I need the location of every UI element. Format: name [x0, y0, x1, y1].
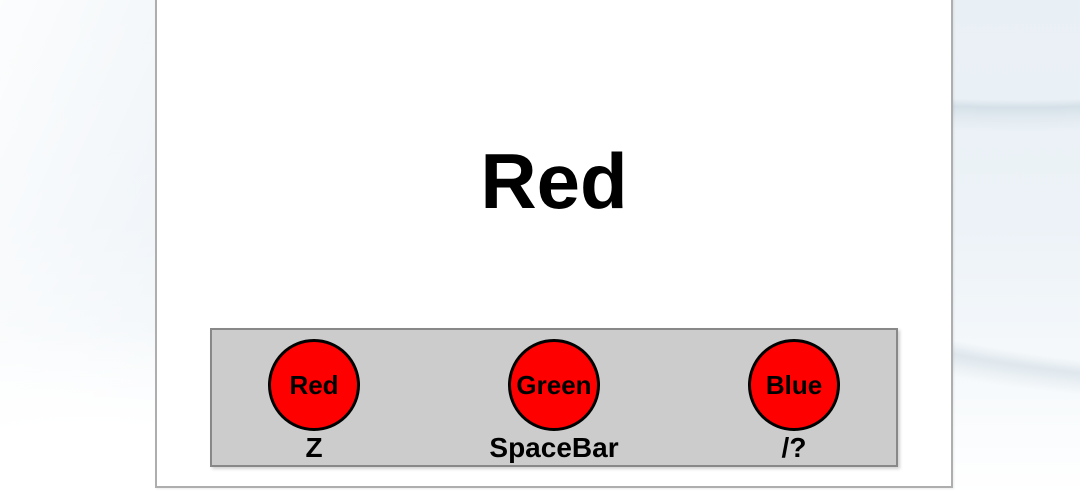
green-key-name: SpaceBar [489, 432, 619, 463]
game-panel: Red Red Z Green SpaceBar Blue /? [155, 0, 953, 488]
red-key-circle-label: Red [289, 369, 339, 400]
red-key-button[interactable]: Red [268, 339, 360, 431]
key-group-green: Green SpaceBar [474, 330, 634, 464]
key-group-blue: Blue /? [714, 330, 874, 464]
key-legend-bar: Red Z Green SpaceBar Blue /? [210, 328, 898, 467]
stimulus-word: Red [480, 137, 628, 225]
green-key-button[interactable]: Green [508, 339, 600, 431]
blue-key-circle-label: Blue [765, 369, 823, 400]
red-key-name: Z [305, 432, 323, 463]
blue-key-button[interactable]: Blue [748, 339, 840, 431]
green-key-circle-label: Green [516, 369, 592, 400]
blue-key-name: /? [781, 432, 807, 463]
key-group-red: Red Z [234, 330, 394, 464]
